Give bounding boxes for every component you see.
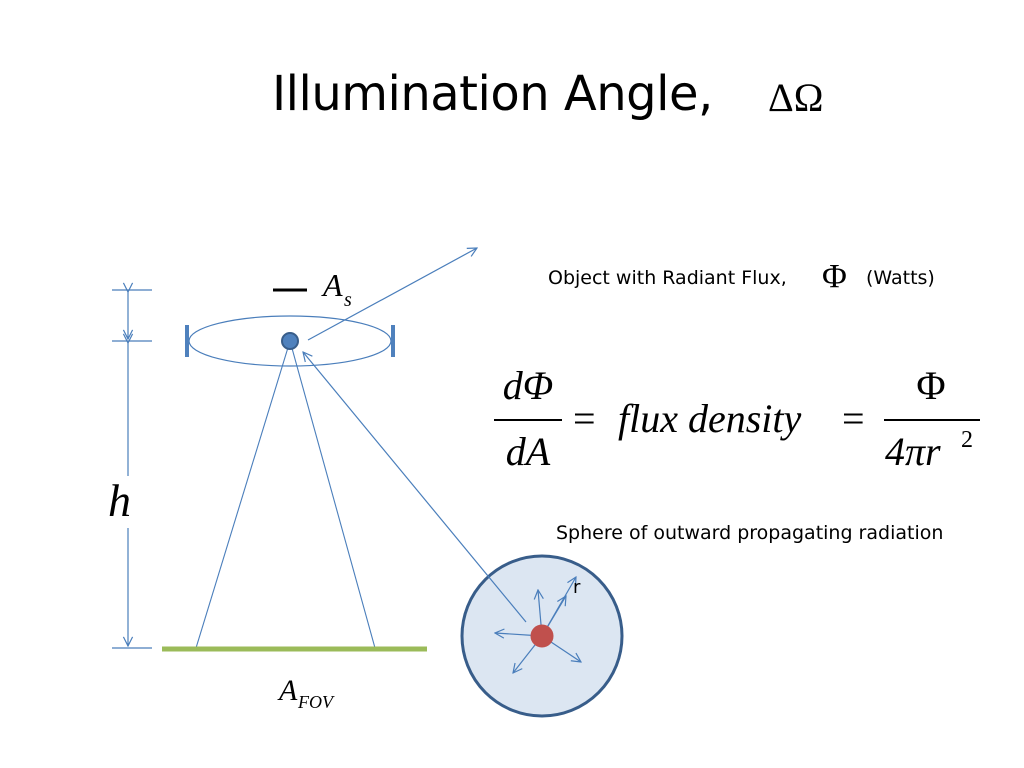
point-source-dot: [530, 624, 554, 648]
source-dot: [281, 332, 299, 350]
equation-middle-term: flux density: [618, 396, 802, 441]
radiant-flux-phi-symbol: Φ: [822, 258, 847, 295]
equation-rhs-denominator: 4πr: [885, 429, 941, 474]
equation-rhs-exponent: 2: [961, 427, 973, 453]
equation-rhs-numerator: Φ: [916, 363, 945, 408]
fov-area-label: A: [277, 674, 298, 707]
equation-lhs-numerator: dΦ: [503, 363, 553, 408]
height-label: h: [108, 475, 131, 526]
fov-line-right: [289, 340, 376, 649]
equation-equals-1: =: [573, 396, 596, 441]
source-area-subscript: s: [344, 289, 352, 311]
outgoing-ray-arrow: [307, 248, 477, 341]
fov-area-subscript: FOV: [297, 692, 335, 712]
radius-label: r: [573, 577, 581, 598]
sphere-caption: Sphere of outward propagating radiation: [556, 522, 944, 544]
source-area-label: A: [321, 267, 343, 303]
incoming-ray-arrow: [303, 352, 527, 623]
flux-density-equation: dΦ dA = flux density = Φ 4πr 2: [494, 363, 980, 474]
height-dimension: [112, 290, 152, 649]
equation-lhs-denominator: dA: [506, 429, 551, 474]
fov-line-left: [195, 340, 291, 649]
equation-equals-2: =: [842, 396, 865, 441]
title-symbol-delta-omega: ΔΩ: [768, 75, 824, 120]
radiant-flux-caption: Object with Radiant Flux,: [548, 267, 787, 289]
slide-title: Illumination Angle,: [272, 66, 713, 122]
radiant-flux-units: (Watts): [866, 267, 935, 289]
